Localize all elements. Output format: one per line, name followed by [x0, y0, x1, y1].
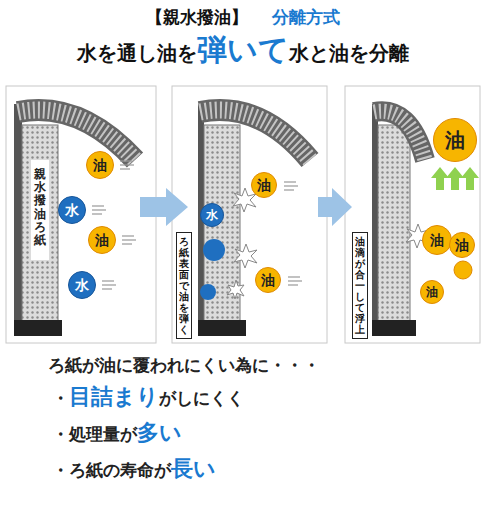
oil-droplet: 油 [449, 232, 475, 258]
droplet-label: 水 [65, 203, 79, 217]
callout-box: ろ紙表面で油を弾く [176, 232, 192, 339]
water-droplet: 水 [58, 196, 86, 224]
droplet-label: 油 [95, 233, 109, 247]
callout-text: ろ紙表面で油を弾く [179, 236, 189, 335]
bullet-row: ・処理量が多い [52, 418, 182, 448]
bullet-row: ・目詰まりがしにくく [52, 382, 244, 412]
droplet-label: 油 [93, 158, 107, 172]
droplet-label: 水 [206, 209, 218, 221]
filter-paper [198, 104, 310, 336]
vertical-label: 親水撥油ろ紙 [34, 168, 46, 247]
droplet-label: 油 [455, 238, 469, 252]
water-droplet: 水 [200, 203, 224, 227]
label-text: ・ろ紙の寿命が [52, 459, 171, 482]
label-text: 水を通し油を [77, 40, 197, 67]
oil-droplet: 油 [251, 172, 277, 198]
oil-droplet: 油 [86, 151, 114, 179]
oil-droplet: 油 [255, 267, 281, 293]
label-text: 分離方式 [272, 6, 340, 29]
process-arrow [140, 188, 352, 226]
oil-droplet: 油 [88, 226, 116, 254]
bullet-row: ・ろ紙の寿命が長い [52, 454, 216, 484]
droplet-label: 油 [257, 178, 271, 192]
oil-droplet: 油 [422, 225, 452, 255]
label-text: 弾いて [197, 30, 289, 71]
label-text: 目詰まり [69, 382, 159, 412]
label-text: 多い [137, 418, 182, 448]
filter-paper [372, 104, 472, 336]
note-row: ろ紙が油に覆われにくい為に・・・ [48, 354, 320, 377]
callout-text: 油滴が合一して浮上 [355, 236, 365, 335]
callout-box: 油滴が合一して浮上 [352, 232, 368, 339]
droplet-label: 油 [426, 286, 438, 298]
title-text: 【親水撥油】 [146, 6, 248, 29]
title-row: 【親水撥油】 分離方式 [0, 6, 485, 29]
water-droplet: 水 [68, 271, 96, 299]
label-text: 長い [171, 454, 216, 484]
label-text: がしにくく [159, 387, 244, 410]
rise-arrow [431, 167, 479, 190]
label-text: 水と油を分離 [289, 40, 409, 67]
panel-frames [6, 86, 480, 343]
droplet-label: 油 [261, 273, 275, 287]
filter-paper [14, 104, 135, 336]
droplet-label: 水 [75, 278, 89, 292]
oil-droplet: 油 [433, 118, 477, 162]
oil-droplet: 油 [420, 280, 444, 304]
droplet-label: 油 [430, 233, 444, 247]
label-text: ・ [52, 387, 69, 410]
label-text: ・処理量が [52, 423, 137, 446]
label-text: ろ紙が油に覆われにくい為に・・・ [48, 354, 320, 377]
droplet-label: 油 [445, 130, 465, 150]
subtitle-row: 水を通し油を弾いて水と油を分離 [0, 30, 485, 71]
